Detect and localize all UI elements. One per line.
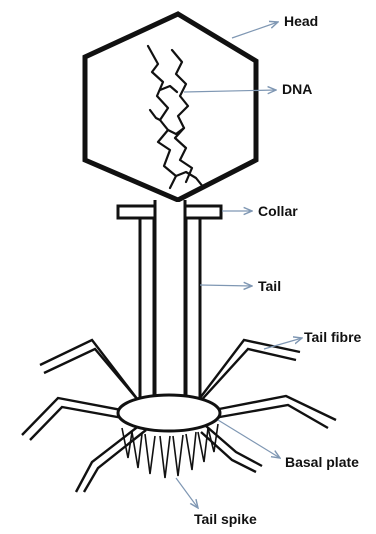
label-collar: Collar xyxy=(258,203,298,219)
collar xyxy=(118,200,221,222)
label-tail-spike: Tail spike xyxy=(194,511,257,527)
label-dna: DNA xyxy=(282,81,312,97)
label-basal-plate: Basal plate xyxy=(285,454,359,470)
label-tail: Tail xyxy=(258,278,281,294)
leader-basal-plate xyxy=(218,420,280,458)
leader-tail xyxy=(200,285,252,286)
leader-head xyxy=(232,22,278,38)
leader-tail-spike xyxy=(176,478,198,508)
label-head: Head xyxy=(284,13,318,29)
tail xyxy=(140,218,200,410)
basal-plate xyxy=(118,395,220,431)
label-tail-fibre: Tail fibre xyxy=(304,329,362,345)
